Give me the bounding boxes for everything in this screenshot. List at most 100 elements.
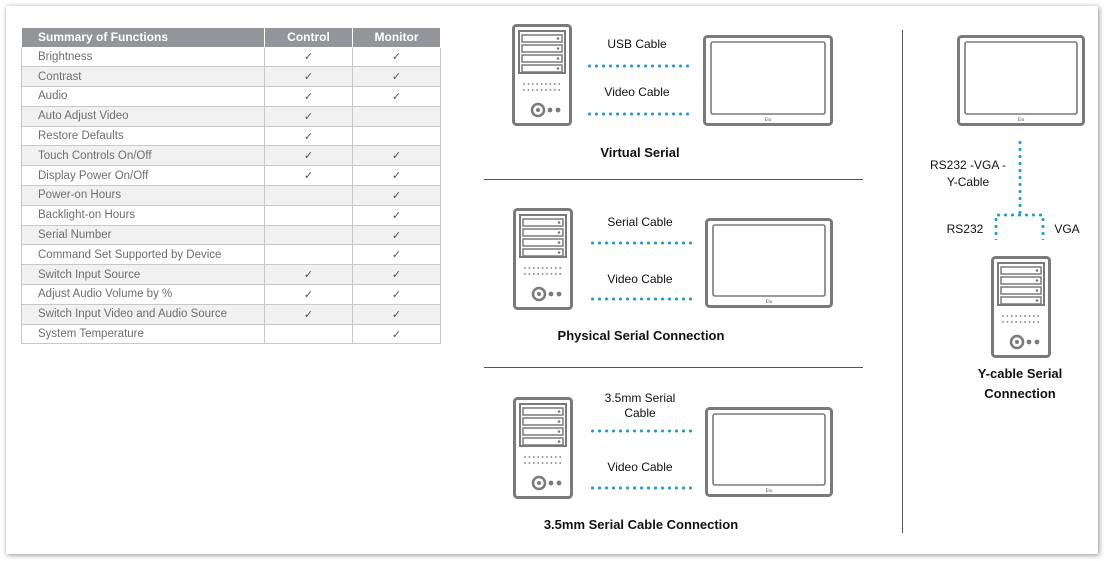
control-check-cell: ✓ xyxy=(264,105,353,127)
ycable-caption-l1: Y-cable Serial xyxy=(977,366,1063,381)
function-name-cell: Switch Input Video and Audio Source xyxy=(21,303,265,325)
mm35-caption: 3.5mm Serial Cable Connection xyxy=(543,517,739,532)
function-name-cell: Brightness xyxy=(21,46,265,68)
function-name-cell: Auto Adjust Video xyxy=(21,105,265,127)
function-name-cell: Command Set Supported by Device xyxy=(21,244,265,266)
function-name-cell: Touch Controls On/Off xyxy=(21,145,265,167)
monitor-check-cell: ✓ xyxy=(352,224,441,246)
monitor-check-cell xyxy=(352,105,441,127)
physical-cable2-label: Video Cable xyxy=(607,272,673,286)
mm35-cable1-label-l1: 3.5mm Serial xyxy=(604,391,676,405)
control-check-cell xyxy=(264,244,353,266)
control-check-cell: ✓ xyxy=(264,86,353,107)
svg-text:Elo: Elo xyxy=(766,488,773,494)
mm35-cable1-line xyxy=(589,429,695,433)
svg-text:Elo: Elo xyxy=(1018,117,1025,123)
table-row: Power-on Hours ✓ xyxy=(21,185,441,206)
physical-cable2-line xyxy=(589,297,695,301)
ycable-rs232-drop xyxy=(994,216,998,240)
mm35-pc-tower xyxy=(513,397,573,499)
table-row: Contrast✓✓ xyxy=(21,66,441,88)
physical-pc-tower xyxy=(513,208,573,310)
monitor-check-cell: ✓ xyxy=(352,244,441,266)
control-check-cell: ✓ xyxy=(264,264,353,286)
table-row: Brightness✓✓ xyxy=(21,46,441,68)
control-check-cell: ✓ xyxy=(264,284,353,305)
monitor-check-cell: ✓ xyxy=(352,323,441,345)
physical-cable1-line xyxy=(589,241,695,245)
function-name-cell: Adjust Audio Volume by % xyxy=(21,284,265,305)
ycable-monitor: Elo xyxy=(957,35,1085,126)
ycable-vertical-line xyxy=(1018,139,1022,216)
table-row: Switch Input Source✓✓ xyxy=(21,264,441,286)
table-row: Switch Input Video and Audio Source✓✓ xyxy=(21,303,441,325)
control-check-cell: ✓ xyxy=(264,165,353,187)
monitor-check-cell: ✓ xyxy=(352,66,441,88)
monitor-check-cell: ✓ xyxy=(352,46,441,68)
virtual-cable2-line xyxy=(586,112,692,116)
table-row: Adjust Audio Volume by %✓✓ xyxy=(21,284,441,305)
function-name-cell: Display Power On/Off xyxy=(21,165,265,187)
function-name-cell: Switch Input Source xyxy=(21,264,265,286)
function-name-cell: Audio xyxy=(21,86,265,107)
divider-2 xyxy=(484,367,863,368)
ycable-rs232-label: RS232 xyxy=(946,222,984,236)
mm35-cable2-label: Video Cable xyxy=(607,460,673,474)
function-name-cell: Backlight-on Hours xyxy=(21,204,265,226)
mm35-cable2-line xyxy=(589,486,695,490)
ycable-vga-drop xyxy=(1041,216,1045,240)
table-row: Backlight-on Hours✓ xyxy=(21,204,441,226)
divider-1 xyxy=(484,179,863,180)
function-name-cell: Serial Number xyxy=(21,224,265,246)
table-row: Audio✓✓ xyxy=(21,86,441,107)
monitor-check-cell: ✓ xyxy=(352,284,441,305)
virtual-cable2-label: Video Cable xyxy=(604,85,670,99)
ycable-label-l2: Y-Cable xyxy=(946,175,990,189)
table-row: System Temperature ✓ xyxy=(21,323,441,345)
monitor-check-cell: ✓ xyxy=(352,303,441,325)
mm35-monitor: Elo xyxy=(705,407,833,497)
function-name-cell: System Temperature xyxy=(21,323,265,345)
control-check-cell: ✓ xyxy=(264,303,353,325)
monitor-check-cell: ✓ xyxy=(352,145,441,167)
function-name-cell: Restore Defaults xyxy=(21,125,265,147)
table-row: Serial Number ✓ xyxy=(21,224,441,246)
function-name-cell: Power-on Hours xyxy=(21,185,265,206)
svg-text:Elo: Elo xyxy=(766,299,773,305)
virtual-caption: Virtual Serial xyxy=(600,145,680,160)
ycable-split-line xyxy=(995,213,1045,217)
monitor-check-cell: ✓ xyxy=(352,165,441,187)
table-row: Touch Controls On/Off✓✓ xyxy=(21,145,441,167)
virtual-monitor: Elo xyxy=(703,35,833,126)
control-check-cell: ✓ xyxy=(264,145,353,167)
monitor-check-cell: ✓ xyxy=(352,264,441,286)
control-check-cell xyxy=(264,185,353,206)
ycable-caption-l2: Connection xyxy=(984,386,1056,401)
physical-cable1-label: Serial Cable xyxy=(607,215,673,229)
table-header-row: Summary of Functions Control Monitor xyxy=(21,28,441,48)
header-functions: Summary of Functions xyxy=(21,28,265,48)
table-row: Restore Defaults✓ xyxy=(21,125,441,147)
control-check-cell: ✓ xyxy=(264,125,353,147)
table-body: Brightness✓✓Contrast✓✓Audio✓✓Auto Adjust… xyxy=(21,46,441,345)
functions-table: Summary of Functions Control Monitor Bri… xyxy=(21,28,441,345)
control-check-cell xyxy=(264,224,353,246)
ycable-label-l1: RS232 -VGA - xyxy=(929,158,1007,172)
control-check-cell xyxy=(264,323,353,345)
physical-monitor: Elo xyxy=(705,218,833,308)
physical-caption: Physical Serial Connection xyxy=(557,328,725,343)
ycable-vga-label: VGA xyxy=(1054,222,1080,236)
virtual-pc-tower xyxy=(512,24,572,126)
mm35-cable1-label-l2: Cable xyxy=(624,406,656,420)
monitor-check-cell xyxy=(352,125,441,147)
monitor-check-cell: ✓ xyxy=(352,185,441,206)
divider-vertical xyxy=(902,30,903,533)
virtual-cable1-label: USB Cable xyxy=(607,37,667,51)
ycable-pc-tower xyxy=(991,256,1051,358)
table-row: Command Set Supported by Device ✓ xyxy=(21,244,441,266)
header-control: Control xyxy=(264,28,353,48)
monitor-check-cell: ✓ xyxy=(352,86,441,107)
header-monitor: Monitor xyxy=(352,28,441,48)
control-check-cell: ✓ xyxy=(264,66,353,88)
svg-text:Elo: Elo xyxy=(765,117,772,123)
